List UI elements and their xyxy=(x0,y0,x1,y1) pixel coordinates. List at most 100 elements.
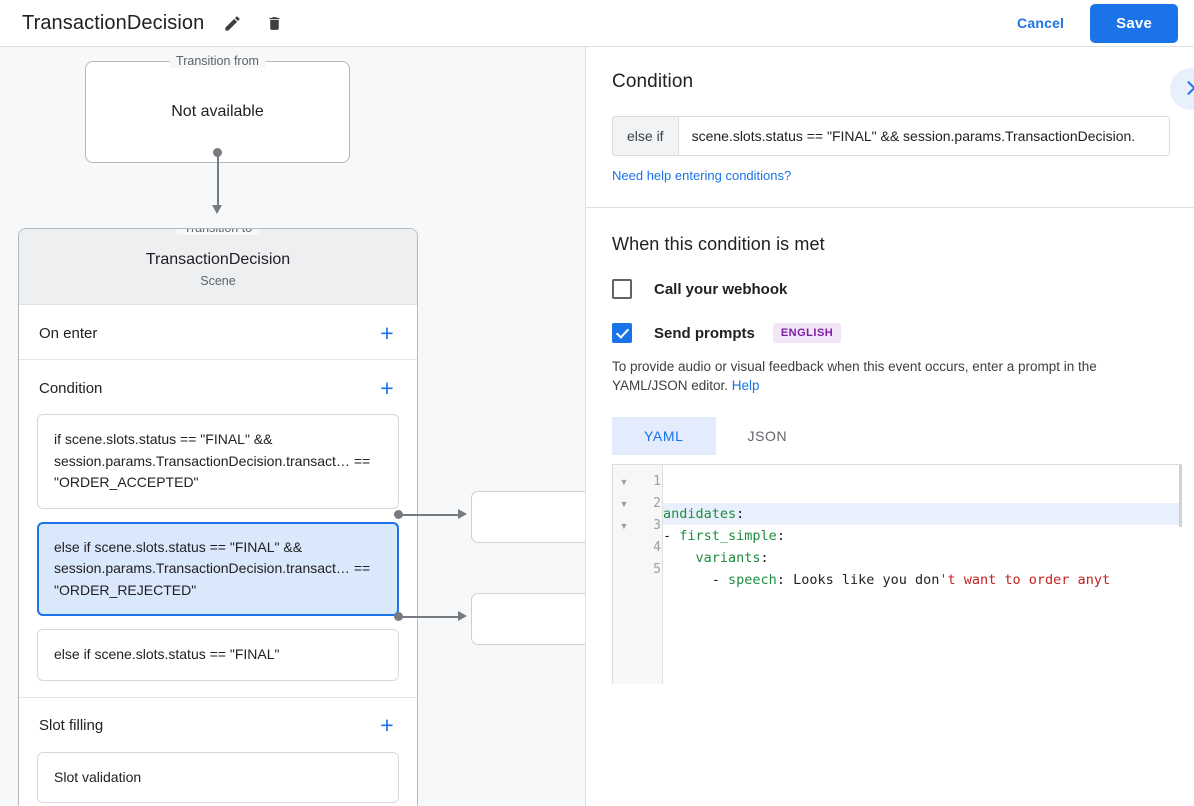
fold-arrow-icon[interactable]: ▼ xyxy=(619,521,629,531)
editor-line: - first_simple: xyxy=(663,525,1182,547)
condition-field[interactable]: else if xyxy=(612,116,1170,156)
editor-token: 't want to order anyt xyxy=(939,572,1111,588)
line-number: 2 xyxy=(653,496,661,511)
scene-header: TransactionDecision Scene xyxy=(19,229,417,305)
call-webhook-checkbox[interactable] xyxy=(612,279,632,299)
add-slot-filling-button[interactable]: + xyxy=(375,714,399,738)
line-number: 5 xyxy=(653,562,661,577)
transition-target-node-2[interactable] xyxy=(471,593,585,645)
call-webhook-label: Call your webhook xyxy=(654,280,788,298)
condition-help-link[interactable]: Need help entering conditions? xyxy=(612,168,792,183)
scene-name: TransactionDecision xyxy=(145,251,291,268)
condition-input[interactable] xyxy=(678,117,1169,155)
editor-line-numbers: 1 2 3 4 5 xyxy=(635,465,663,684)
editor-token: variants xyxy=(695,550,761,566)
section-title-on-enter: On enter xyxy=(39,324,98,342)
editor-token xyxy=(663,550,696,566)
edge-line-condition-2 xyxy=(399,615,462,618)
top-bar: TransactionDecision Cancel Save xyxy=(0,0,1194,47)
editor-token: : xyxy=(776,572,794,588)
fold-arrow-icon[interactable]: ▼ xyxy=(619,499,629,509)
editor-token: : xyxy=(776,528,785,544)
editor-token: : xyxy=(760,550,769,566)
editor-token: : xyxy=(736,506,745,522)
section-condition: Condition + if scene.slots.status == "FI… xyxy=(19,360,417,698)
editor-token: first_simple xyxy=(679,528,777,544)
connector-line-vertical xyxy=(216,152,219,209)
edit-button[interactable] xyxy=(218,9,246,37)
trash-icon xyxy=(266,14,283,33)
transition-to-legend: Transition to xyxy=(176,229,260,235)
add-condition-button[interactable]: + xyxy=(375,376,399,400)
body-split: Transition from Not available Transition… xyxy=(0,47,1194,806)
editor-line: variants: xyxy=(663,547,1182,569)
edge-arrow-condition-2 xyxy=(458,611,467,621)
send-prompts-row[interactable]: Send prompts ENGLISH xyxy=(612,323,1170,343)
condition-item[interactable]: if scene.slots.status == "FINAL" && sess… xyxy=(37,414,399,509)
edge-dot-condition-2 xyxy=(394,612,403,621)
condition-item[interactable]: else if scene.slots.status == "FINAL" &&… xyxy=(37,521,399,616)
transition-target-node-1[interactable] xyxy=(471,491,585,543)
tab-json[interactable]: JSON xyxy=(716,417,820,455)
section-head-condition: Condition + xyxy=(19,360,417,414)
prompts-helper-text: To provide audio or visual feedback when… xyxy=(612,357,1170,395)
delete-button[interactable] xyxy=(260,9,288,37)
panel-title: Condition xyxy=(612,71,694,92)
yaml-editor[interactable]: ▼ ▼ ▼ 1 2 3 4 5 andidates:- first_simple… xyxy=(612,464,1182,684)
editor-token: Looks like you don xyxy=(793,572,940,588)
panel-header-section: Condition else if Need help entering con… xyxy=(586,47,1194,208)
prompts-help-link[interactable]: Help xyxy=(731,378,760,393)
condition-item[interactable]: else if scene.slots.status == "FINAL" xyxy=(37,629,399,681)
section-slot-filling: Slot filling + Slot validation xyxy=(19,698,417,806)
condition-prefix: else if xyxy=(613,117,679,155)
line-number: 1 xyxy=(653,474,661,489)
transition-to-card: Transition to TransactionDecision Scene … xyxy=(18,228,418,806)
editor-token: - xyxy=(663,528,680,544)
fold-arrow-icon[interactable]: ▼ xyxy=(619,477,629,487)
section-head-on-enter: On enter + xyxy=(19,305,417,359)
editor-token: andidates xyxy=(663,506,737,522)
edge-line-condition-1 xyxy=(399,513,462,516)
section-head-slot-filling: Slot filling + xyxy=(19,698,417,752)
connector-arrow-down xyxy=(212,205,222,214)
condition-list: if scene.slots.status == "FINAL" && sess… xyxy=(19,414,417,697)
chevron-right-icon xyxy=(1181,78,1194,101)
transition-from-legend: Transition from xyxy=(169,54,266,68)
transition-from-value: Not available xyxy=(171,103,264,120)
editor-line: - speech: Looks like you don't want to o… xyxy=(663,569,1182,591)
editor-code-area[interactable]: andidates:- first_simple: variants: - sp… xyxy=(663,465,1182,684)
page-title: TransactionDecision xyxy=(22,11,205,34)
scene-type: Scene xyxy=(200,274,236,288)
when-met-title: When this condition is met xyxy=(612,234,825,254)
slot-validation-item[interactable]: Slot validation xyxy=(37,751,399,803)
scene-graph-canvas[interactable]: Transition from Not available Transition… xyxy=(0,47,586,806)
line-number: 3 xyxy=(653,518,661,533)
editor-fold-gutter[interactable]: ▼ ▼ ▼ xyxy=(613,465,635,684)
transition-from-box: Transition from Not available xyxy=(85,54,350,163)
section-on-enter: On enter + xyxy=(19,305,417,360)
cancel-button[interactable]: Cancel xyxy=(1003,6,1078,40)
section-title-slot-filling: Slot filling xyxy=(39,717,104,734)
language-badge: ENGLISH xyxy=(772,323,842,343)
section-title-condition: Condition xyxy=(39,379,103,397)
send-prompts-label: Send prompts xyxy=(654,324,755,342)
editor-line xyxy=(663,591,1182,613)
editor-scrollbar-thumb[interactable] xyxy=(1179,465,1182,527)
editor-token: speech xyxy=(728,572,777,588)
tab-yaml[interactable]: YAML xyxy=(612,417,716,455)
when-condition-met-section: When this condition is met Call your web… xyxy=(586,208,1194,684)
webhook-row[interactable]: Call your webhook xyxy=(612,279,1170,299)
edge-arrow-condition-1 xyxy=(458,509,467,519)
editor-line: andidates: xyxy=(663,503,1182,525)
add-on-enter-button[interactable]: + xyxy=(375,321,399,345)
slot-filling-list: Slot validation xyxy=(19,751,417,806)
condition-detail-panel: Condition else if Need help entering con… xyxy=(586,47,1194,806)
send-prompts-checkbox[interactable] xyxy=(612,323,632,343)
pencil-icon xyxy=(223,14,242,33)
save-button[interactable]: Save xyxy=(1090,3,1178,43)
prompts-helper-body: To provide audio or visual feedback when… xyxy=(612,359,1097,393)
expand-panel-button[interactable] xyxy=(1170,68,1194,110)
line-number: 4 xyxy=(653,540,661,555)
edge-dot-condition-1 xyxy=(394,510,403,519)
editor-format-tabs: YAML JSON xyxy=(612,417,1170,455)
